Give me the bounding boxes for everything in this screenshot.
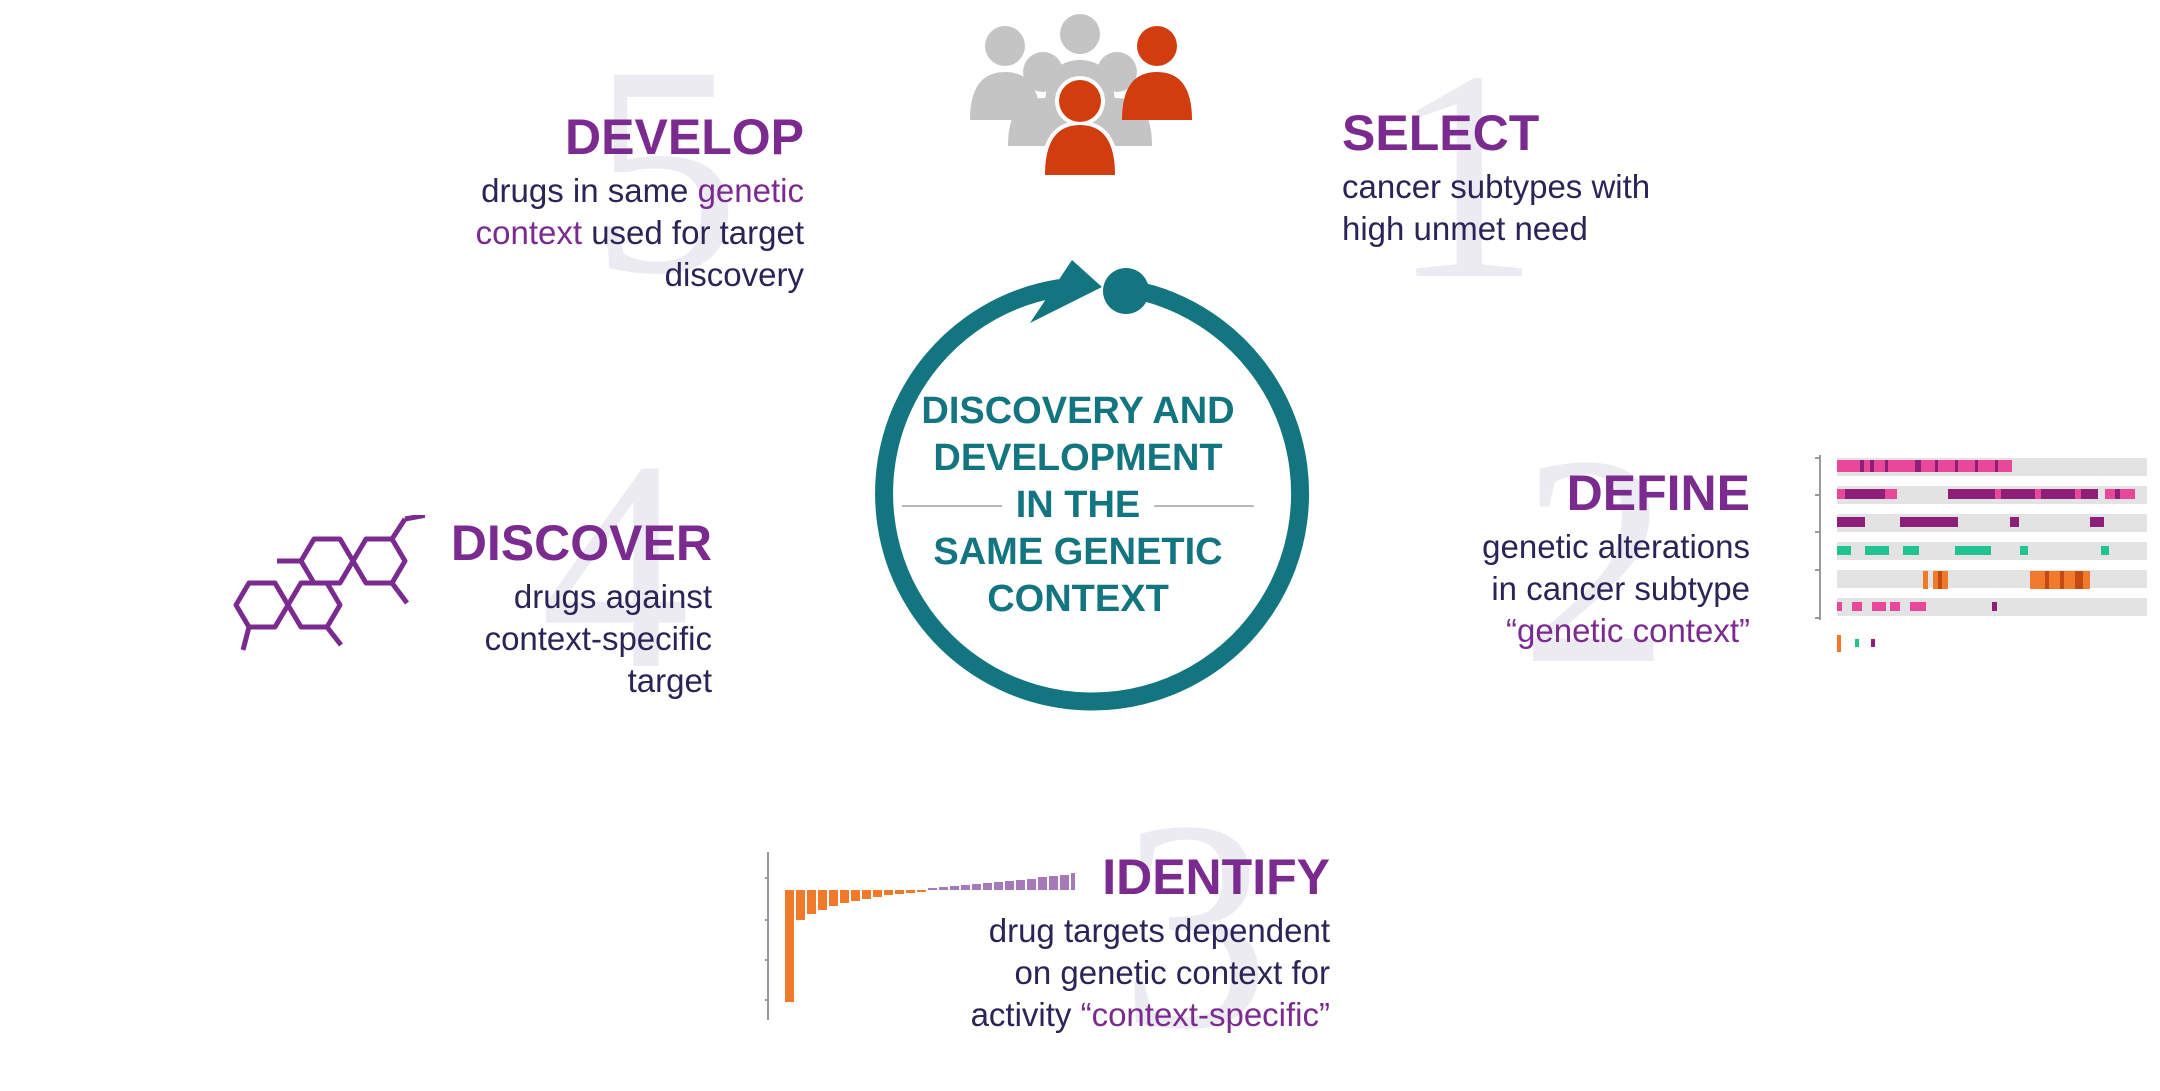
- identify-line-3-accent: “context-specific”: [1080, 996, 1330, 1033]
- bar-down: [796, 890, 805, 920]
- center-line-3: IN THE: [1015, 484, 1141, 526]
- step-1-number: 1: [1390, 9, 1540, 341]
- identify-line-3: activity: [970, 996, 1081, 1033]
- identify-heading: IDENTIFY: [1102, 849, 1330, 905]
- divider-left: [901, 504, 1002, 507]
- bar-down: [785, 890, 794, 1002]
- bar-down: [906, 890, 915, 893]
- discover-heading: DISCOVER: [450, 515, 712, 571]
- people-group-icon: [970, 14, 1192, 180]
- develop-line-1: drugs in same: [481, 172, 698, 209]
- step-3-number: 3: [1120, 759, 1270, 1091]
- center-line-2: DEVELOPMENT: [933, 437, 1223, 479]
- bar-up: [1060, 875, 1069, 890]
- bar-up: [961, 885, 970, 890]
- step-identify: IDENTIFY drug targets dependent on genet…: [971, 852, 1330, 1036]
- bar-down: [917, 890, 926, 892]
- bar-down: [873, 890, 882, 897]
- select-description: cancer subtypes with high unmet need: [1342, 166, 1650, 250]
- bar-up: [939, 887, 948, 890]
- divider-right: [1154, 504, 1255, 507]
- discover-line-3: target: [627, 662, 712, 699]
- define-line-2: in cancer subtype: [1491, 570, 1750, 607]
- develop-line-2: used for target: [582, 214, 804, 251]
- bar-up: [1071, 873, 1075, 890]
- define-line-1: genetic alterations: [1482, 528, 1750, 565]
- select-line-2: high unmet need: [1342, 210, 1588, 247]
- bar-up: [1049, 876, 1058, 890]
- develop-line-1-accent: genetic: [697, 172, 804, 209]
- bar-down: [807, 890, 816, 914]
- identify-description: drug targets dependent on genetic contex…: [971, 910, 1330, 1036]
- bar-up: [972, 884, 981, 890]
- develop-line-3: discovery: [664, 256, 804, 293]
- discover-line-1: drugs against: [513, 578, 712, 615]
- identify-line-2: on genetic context for: [1014, 954, 1330, 991]
- develop-description: drugs in same genetic context used for t…: [476, 170, 804, 296]
- center-title: DISCOVERY AND DEVELOPMENT IN THE SAME GE…: [878, 388, 1278, 623]
- develop-heading: DEVELOP: [565, 109, 804, 165]
- step-define: DEFINE genetic alterations in cancer sub…: [1482, 468, 1750, 652]
- step-discover: DISCOVER drugs against context-specific …: [451, 518, 712, 702]
- bar-down: [851, 890, 860, 901]
- define-line-3-accent: “genetic context”: [1506, 612, 1750, 649]
- center-line-3-row: IN THE: [878, 482, 1278, 529]
- bar-up: [1038, 877, 1047, 890]
- discover-line-2: context-specific: [484, 620, 712, 657]
- genomic-tracks-icon: [1815, 455, 2147, 652]
- identify-line-1: drug targets dependent: [988, 912, 1330, 949]
- bar-down: [818, 890, 827, 910]
- discover-description: drugs against context-specific target: [451, 576, 712, 702]
- define-heading: DEFINE: [1566, 465, 1750, 521]
- bar-down: [840, 890, 849, 903]
- bar-up: [928, 888, 937, 890]
- bar-down: [895, 890, 904, 894]
- waterfall-bar-chart-icon: [765, 852, 1075, 1020]
- select-heading: SELECT: [1342, 105, 1540, 161]
- step-2-number: 2: [1520, 394, 1670, 726]
- bar-up: [983, 883, 992, 890]
- bar-down: [862, 890, 871, 899]
- select-line-1: cancer subtypes with: [1342, 168, 1651, 205]
- cycle-arrow-icon: [875, 260, 1310, 711]
- bar-up: [1027, 879, 1036, 890]
- center-line-5: CONTEXT: [987, 578, 1169, 620]
- step-5-number: 5: [590, 4, 740, 336]
- center-line-1: DISCOVERY AND: [921, 390, 1235, 432]
- bar-up: [1016, 880, 1025, 890]
- bar-down: [829, 890, 838, 906]
- center-line-4: SAME GENETIC: [933, 531, 1223, 573]
- step-4-number: 4: [540, 399, 690, 731]
- bar-up: [994, 882, 1003, 890]
- develop-line-2-accent: context: [475, 214, 583, 251]
- step-develop: DEVELOP drugs in same genetic context us…: [476, 112, 804, 296]
- bar-down: [884, 890, 893, 895]
- bar-up: [1005, 881, 1014, 890]
- molecule-icon: [233, 515, 425, 651]
- define-description: genetic alterations in cancer subtype “g…: [1482, 526, 1750, 652]
- bar-up: [950, 886, 959, 890]
- step-select: SELECT cancer subtypes with high unmet n…: [1342, 108, 1650, 250]
